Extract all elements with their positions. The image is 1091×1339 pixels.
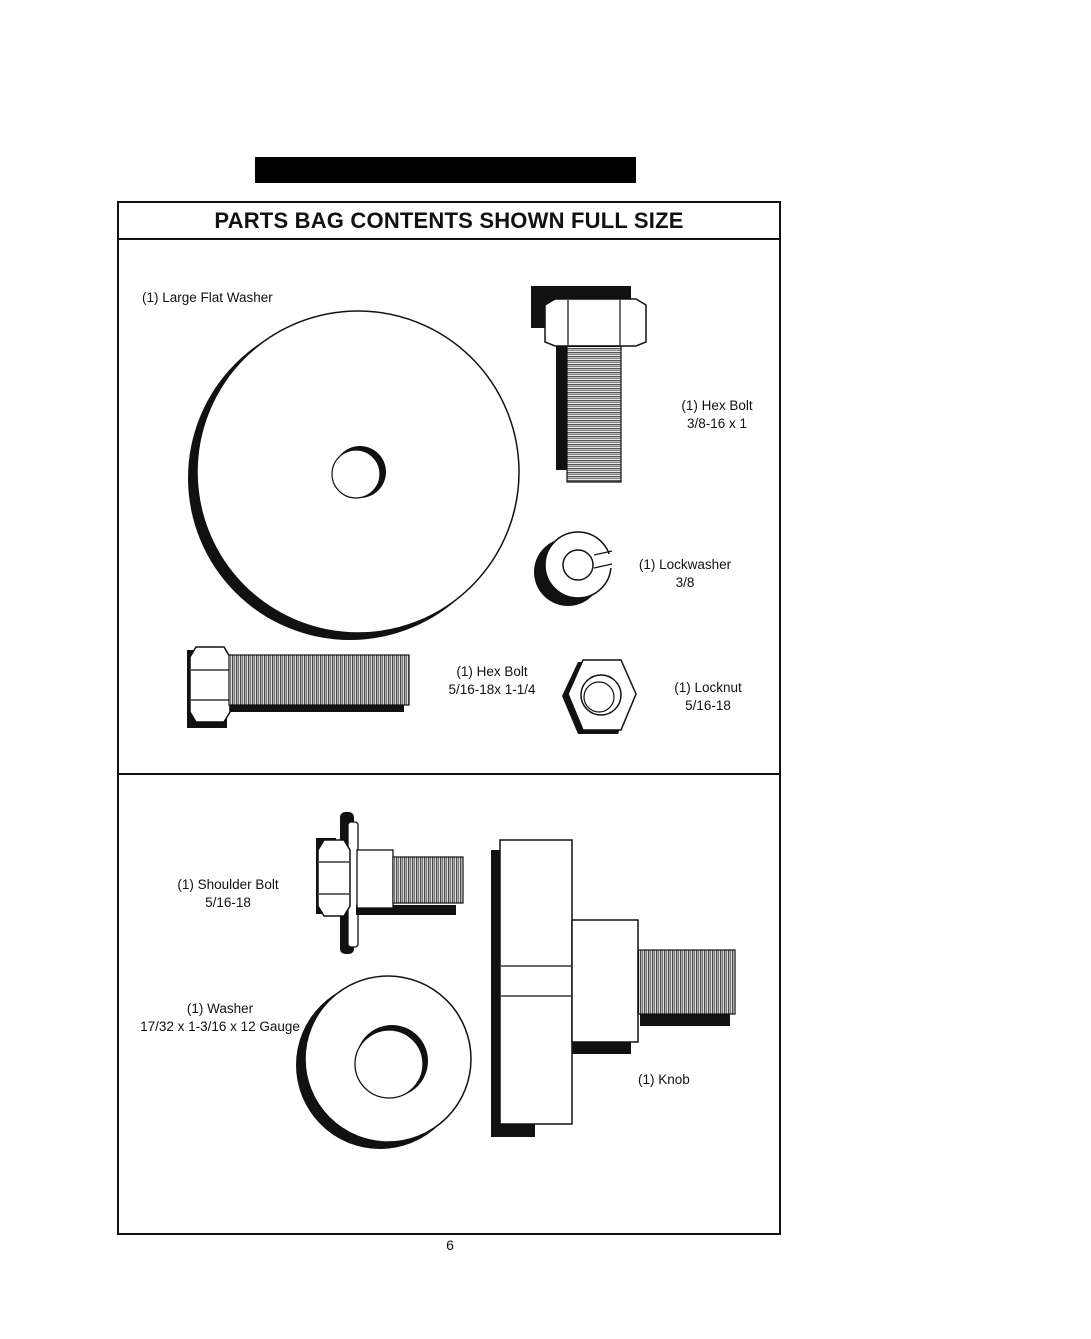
lockwasher-name: (1) Lockwasher	[622, 556, 748, 574]
page-number: 6	[440, 1237, 460, 1253]
washer-name: (1) Washer	[122, 1000, 318, 1018]
locknut-label: (1) Locknut 5/16-18	[652, 679, 764, 715]
hex-bolt-38-size: 3/8-16 x 1	[652, 415, 782, 433]
shoulder-bolt-name: (1) Shoulder Bolt	[160, 876, 296, 894]
washer-size: 17/32 x 1-3/16 x 12 Gauge	[122, 1018, 318, 1036]
large-flat-washer-name: (1) Large Flat Washer	[142, 290, 273, 305]
large-flat-washer-label: (1) Large Flat Washer	[142, 289, 273, 307]
knob-label: (1) Knob	[638, 1071, 690, 1089]
section-divider	[119, 773, 779, 775]
shoulder-bolt-label: (1) Shoulder Bolt 5/16-18	[160, 876, 296, 912]
shoulder-bolt-size: 5/16-18	[160, 894, 296, 912]
locknut-size: 5/16-18	[652, 697, 764, 715]
hex-bolt-516-name: (1) Hex Bolt	[426, 663, 558, 681]
hex-bolt-38-name: (1) Hex Bolt	[652, 397, 782, 415]
lockwasher-label: (1) Lockwasher 3/8	[622, 556, 748, 592]
washer-label: (1) Washer 17/32 x 1-3/16 x 12 Gauge	[122, 1000, 318, 1036]
page-title: PARTS BAG CONTENTS SHOWN FULL SIZE	[119, 203, 779, 240]
hex-bolt-516-size: 5/16-18x 1-1/4	[426, 681, 558, 699]
header-bar	[255, 157, 636, 183]
locknut-name: (1) Locknut	[652, 679, 764, 697]
lockwasher-size: 3/8	[622, 574, 748, 592]
hex-bolt-516-label: (1) Hex Bolt 5/16-18x 1-1/4	[426, 663, 558, 699]
knob-name: (1) Knob	[638, 1072, 690, 1087]
hex-bolt-38-label: (1) Hex Bolt 3/8-16 x 1	[652, 397, 782, 433]
